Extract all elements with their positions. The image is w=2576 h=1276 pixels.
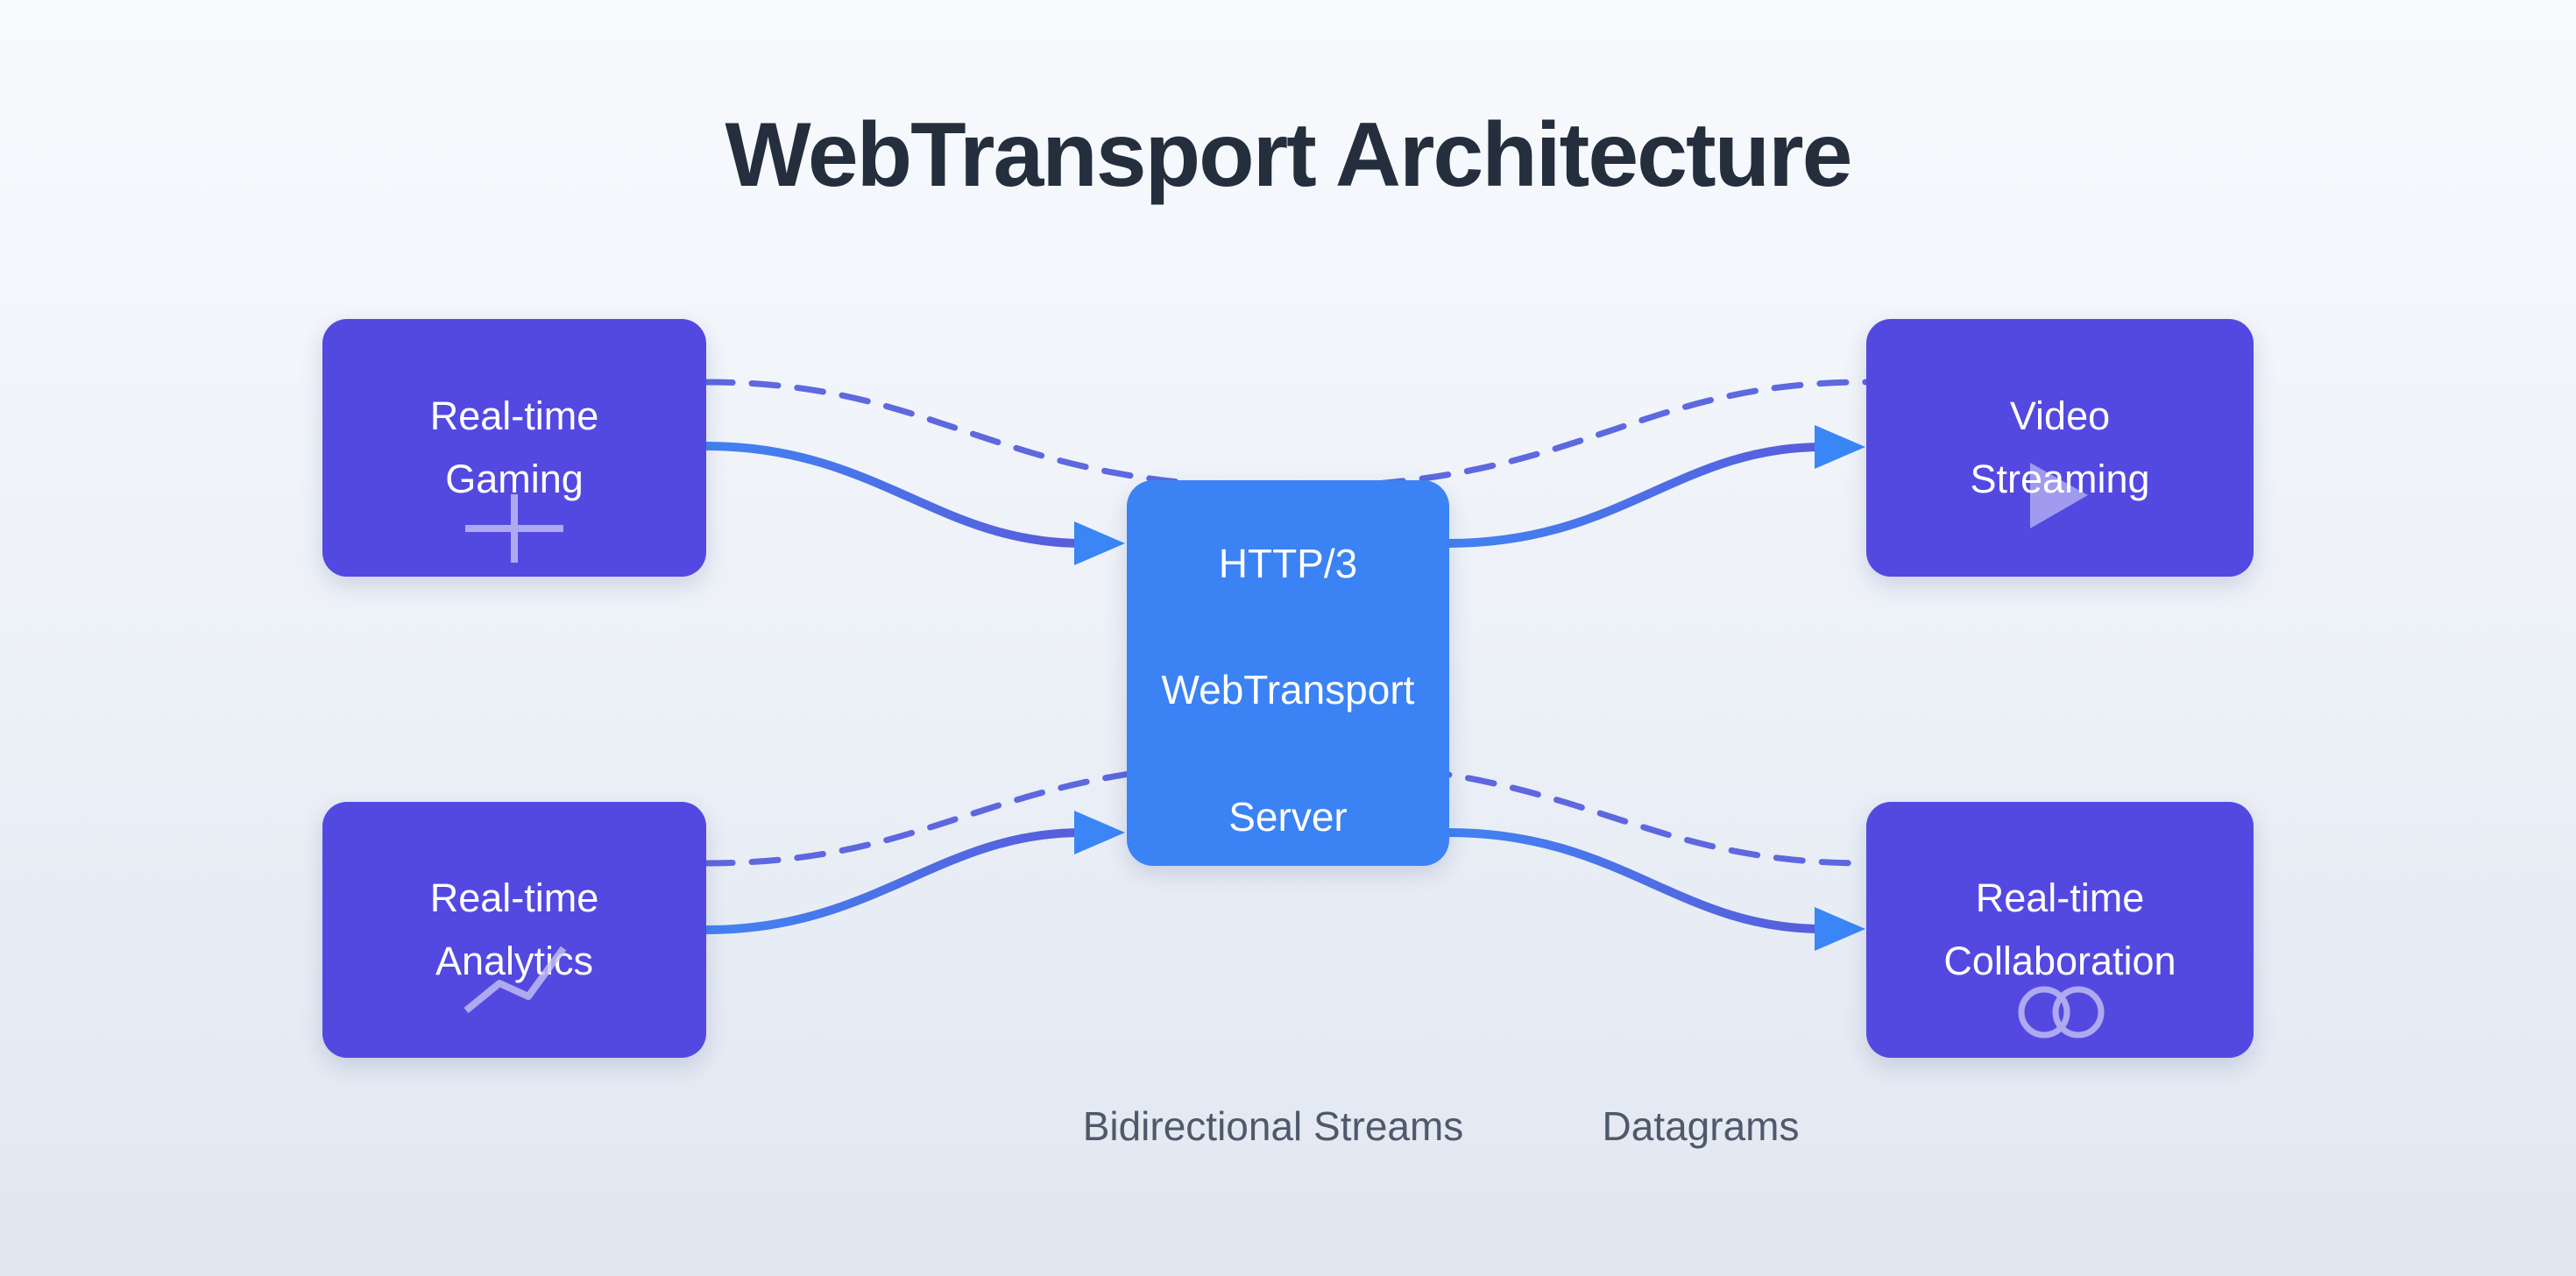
solid-path-analytics-to-server <box>702 828 1086 934</box>
node-http3-webtransport-server: HTTP/3 WebTransport Server <box>1127 480 1449 866</box>
legend-bidirectional-streams: Bidirectional Streams <box>1082 1103 1464 1149</box>
node-video-streaming: Video Streaming <box>1866 319 2254 577</box>
arrowhead-server-to-collab <box>1815 907 1865 951</box>
solid-path-gaming-to-server <box>702 442 1086 548</box>
node-label-line: Real-time <box>429 393 599 438</box>
overlapping-circles-icon <box>2018 986 2105 1039</box>
node-label-line: Real-time <box>1975 875 2145 920</box>
arrowhead-server-to-video <box>1815 425 1865 469</box>
node-label-line: Server <box>1228 793 1348 840</box>
node-realtime-collaboration: Real-time Collaboration <box>1866 802 2254 1058</box>
node-label-line: Gaming <box>445 457 584 501</box>
solid-path-server-to-video <box>1444 443 1827 548</box>
arrowhead-analytics-to-server <box>1074 811 1125 854</box>
node-label-line: Analytics <box>435 939 594 983</box>
node-label-line: HTTP/3 <box>1218 541 1358 586</box>
node-label-line: Real-time <box>429 875 599 920</box>
node-realtime-analytics: Real-time Analytics <box>322 802 706 1058</box>
legend-datagrams: Datagrams <box>1602 1103 1800 1149</box>
node-label-line: WebTransport <box>1161 667 1415 713</box>
node-label-line: Video <box>2009 393 2111 438</box>
node-realtime-gaming: Real-time Gaming <box>322 319 706 577</box>
node-label-line: Collaboration <box>1943 939 2176 983</box>
solid-path-server-to-collab <box>1444 828 1827 933</box>
page-title: WebTransport Architecture <box>725 104 1853 206</box>
plus-icon <box>465 494 563 563</box>
arrowhead-gaming-to-server <box>1074 521 1125 565</box>
node-label-line: Streaming <box>1970 457 2150 501</box>
